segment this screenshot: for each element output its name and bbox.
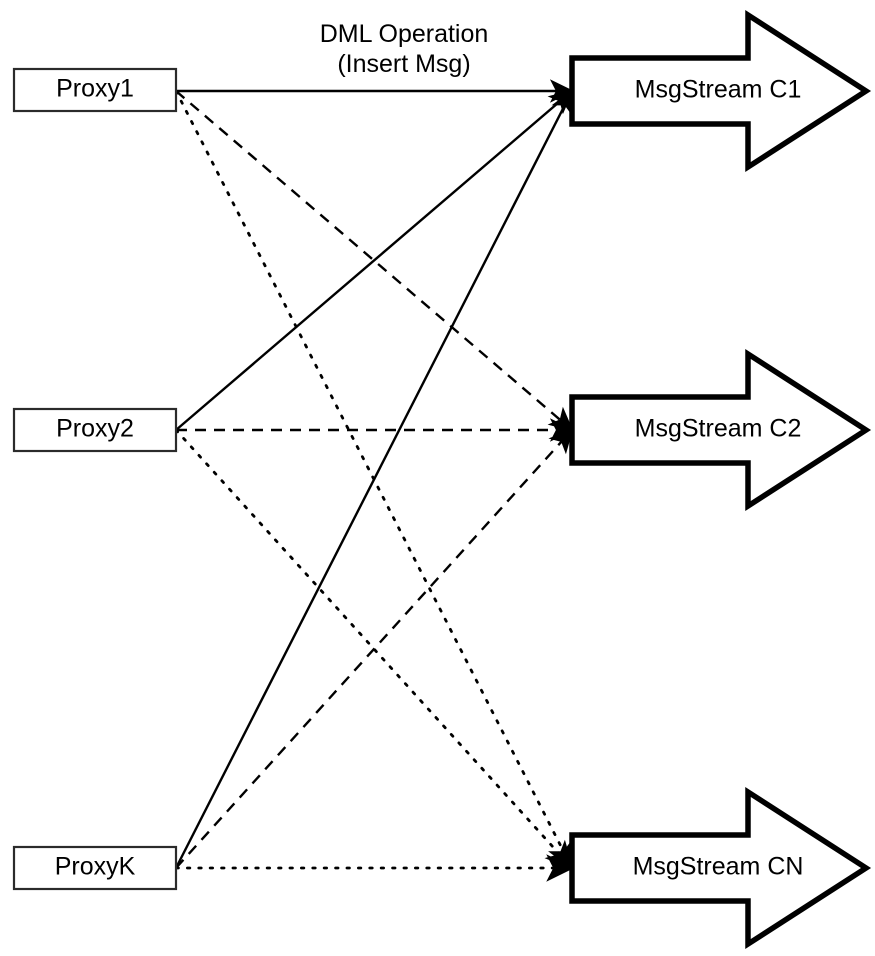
- link-proxyK-to-stream_c1: [174, 89, 574, 869]
- proxy-node-proxy1[interactable]: Proxy1: [12, 67, 178, 113]
- proxy-label: Proxy2: [56, 415, 134, 443]
- proxy-node-proxyK[interactable]: ProxyK: [12, 845, 178, 891]
- link-proxy2-to-stream_c1: [175, 89, 574, 431]
- proxy-box-outline: [12, 407, 178, 453]
- link-group: [174, 79, 575, 882]
- proxy-label: ProxyK: [55, 853, 136, 881]
- msgstream-node-stream_c1[interactable]: MsgStream C1: [569, 9, 872, 173]
- link-proxyK-to-stream_c2: [175, 428, 574, 869]
- msgstream-label: MsgStream CN: [633, 853, 804, 881]
- block-arrow-icon: [569, 348, 872, 512]
- msgstream-node-stream_c2[interactable]: MsgStream C2: [569, 348, 872, 512]
- proxy-node-proxy2[interactable]: Proxy2: [12, 407, 178, 453]
- annotation-line-2: (Insert Msg): [337, 50, 470, 78]
- block-arrow-icon: [569, 786, 872, 950]
- annotation-line-1: DML Operation: [320, 20, 489, 48]
- link-proxy1-to-stream_c2: [175, 90, 574, 432]
- dml-operation-annotation: DML Operation (Insert Msg): [320, 20, 489, 78]
- proxy-box-outline: [12, 845, 178, 891]
- msgstream-label: MsgStream C1: [635, 76, 802, 104]
- proxy-label: Proxy1: [56, 75, 134, 103]
- block-arrow-icon: [569, 9, 872, 173]
- msgstream-node-stream_cn[interactable]: MsgStream CN: [569, 786, 872, 950]
- stream-group: MsgStream C1 MsgStream C2 MsgStream CN: [569, 9, 872, 950]
- msgstream-label: MsgStream C2: [635, 415, 802, 443]
- proxy-box-outline: [12, 67, 178, 113]
